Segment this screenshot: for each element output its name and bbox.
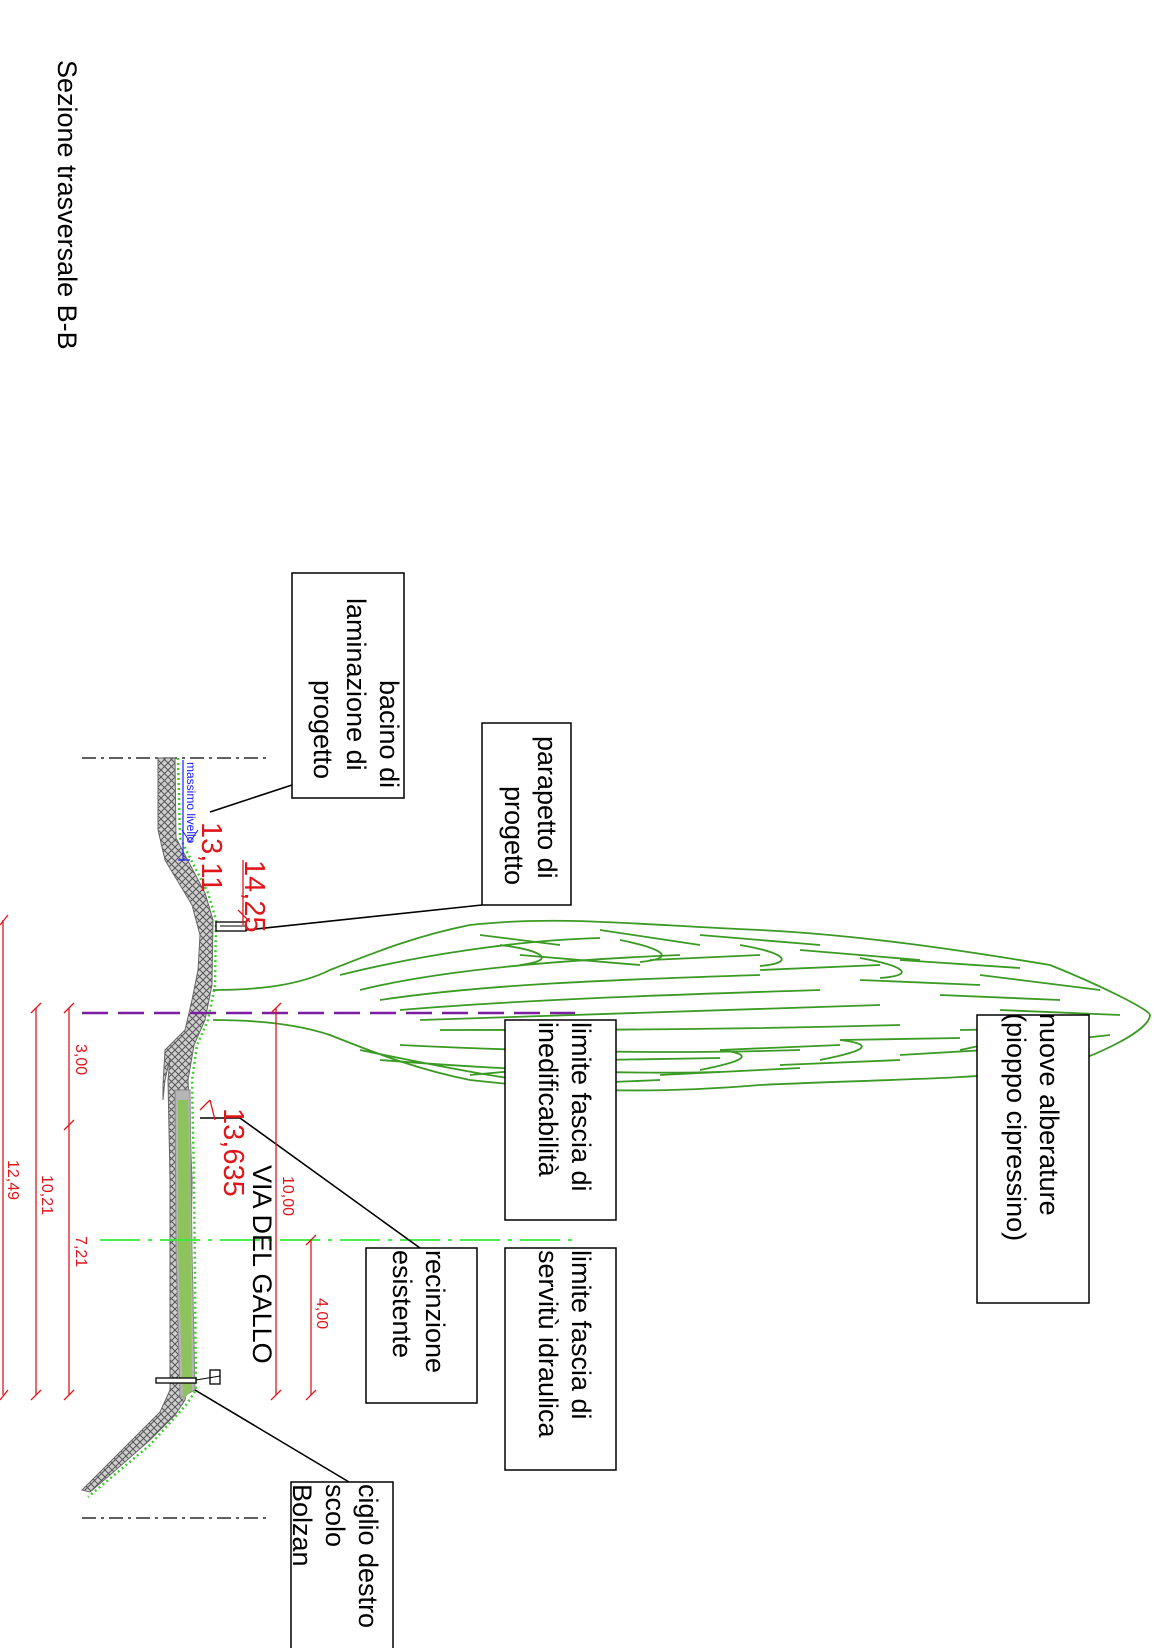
label-basin: bacino di laminazione di progetto — [291, 572, 405, 799]
svg-text:laminazione di: laminazione di — [341, 598, 371, 771]
svg-text:13,635: 13,635 — [217, 1108, 249, 1197]
svg-text:parapetto di: parapetto di — [532, 736, 562, 879]
svg-text:12,49: 12,49 — [4, 1160, 21, 1200]
svg-text:esistente: esistente — [387, 1250, 417, 1358]
dim-10-21: 10,21 — [30, 1002, 55, 1401]
svg-text:limite fascia di: limite fascia di — [566, 1022, 596, 1192]
elevation-top-bank: 14,25 — [237, 860, 270, 933]
level-marker — [181, 829, 199, 843]
svg-text:inedificabilità: inedificabilità — [533, 1022, 563, 1178]
svg-text:progetto: progetto — [499, 786, 529, 885]
leader-fence — [200, 1117, 421, 1249]
svg-text:bacino di: bacino di — [374, 680, 404, 788]
leader-basin — [209, 784, 293, 813]
svg-text:7,21: 7,21 — [72, 1236, 89, 1267]
svg-text:(pioppo cipressino): (pioppo cipressino) — [1001, 1013, 1031, 1241]
svg-text:14,25: 14,25 — [238, 860, 270, 933]
road-label: VIA DEL GALLO — [247, 1165, 277, 1364]
elevation-max-level: 13,11 — [195, 822, 227, 892]
label-limit-unbuildable: limite fascia di inedificabilità — [504, 1019, 617, 1221]
drawing-title: Sezione trasversale B-B — [52, 60, 82, 350]
dim-7-21: 7,21 — [63, 1125, 89, 1401]
dim-4-00: 4,00 — [305, 1234, 330, 1401]
label-limit-easement: limite fascia di servitù idraulica — [504, 1247, 617, 1471]
dim-12-49: 12,49 — [0, 914, 21, 1401]
svg-text:10,00: 10,00 — [279, 1176, 296, 1216]
dim-10-00: 10,00 — [270, 1002, 296, 1401]
svg-text:Bolzan: Bolzan — [287, 1484, 317, 1567]
elevation-road: 13,635 — [199, 1099, 249, 1197]
svg-text:10,21: 10,21 — [38, 1175, 55, 1215]
svg-text:scolo: scolo — [320, 1484, 350, 1547]
topsoil-edge — [87, 757, 218, 1498]
grass-layer — [178, 1100, 192, 1400]
dim-3-00: 3,00 — [63, 1002, 89, 1131]
leader-parapet — [245, 904, 483, 931]
svg-text:13,11: 13,11 — [195, 822, 227, 892]
leader-bank — [194, 1389, 350, 1483]
fence-symbol — [155, 1369, 221, 1385]
label-bank: ciglio destro scolo Bolzan — [287, 1481, 394, 1648]
svg-text:recinzione: recinzione — [420, 1250, 450, 1373]
svg-text:servitù idraulica: servitù idraulica — [533, 1250, 563, 1439]
svg-text:nuove alberature: nuove alberature — [1034, 1013, 1064, 1216]
water-level — [178, 760, 190, 861]
label-fence: recinzione esistente — [365, 1247, 478, 1404]
svg-text:progetto: progetto — [308, 680, 338, 779]
svg-text:3,00: 3,00 — [72, 1044, 89, 1075]
svg-text:4,00: 4,00 — [313, 1298, 330, 1329]
parapet-symbol — [215, 921, 247, 932]
max-level-label: massimo livello — [184, 762, 198, 844]
label-trees: nuove alberature (pioppo cipressino) — [976, 1013, 1090, 1304]
label-parapet: parapetto di progetto — [481, 722, 572, 906]
svg-text:ciglio destro: ciglio destro — [353, 1484, 383, 1628]
svg-text:limite fascia di: limite fascia di — [566, 1250, 596, 1420]
